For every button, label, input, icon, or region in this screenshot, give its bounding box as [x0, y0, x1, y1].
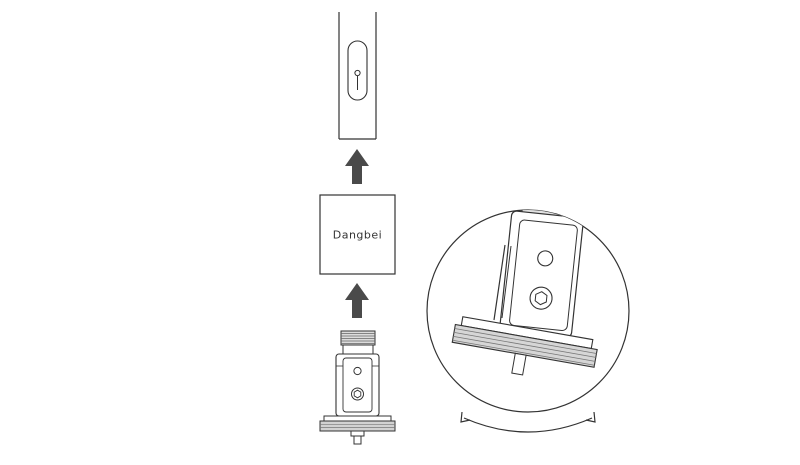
- up-arrow-icon: [345, 283, 369, 318]
- tube-slot: [347, 40, 368, 101]
- up-arrow-icon: [345, 149, 369, 184]
- mount-adapter: [319, 330, 396, 445]
- detail-view: [426, 209, 630, 413]
- box-brand-label: Dangbei: [333, 229, 382, 242]
- hex-socket-icon: [529, 286, 553, 310]
- mount-tube: [338, 12, 377, 140]
- projector-box: Dangbei: [319, 194, 396, 275]
- rotate-arrow-icon: [460, 411, 596, 433]
- hex-socket-icon: [351, 387, 364, 401]
